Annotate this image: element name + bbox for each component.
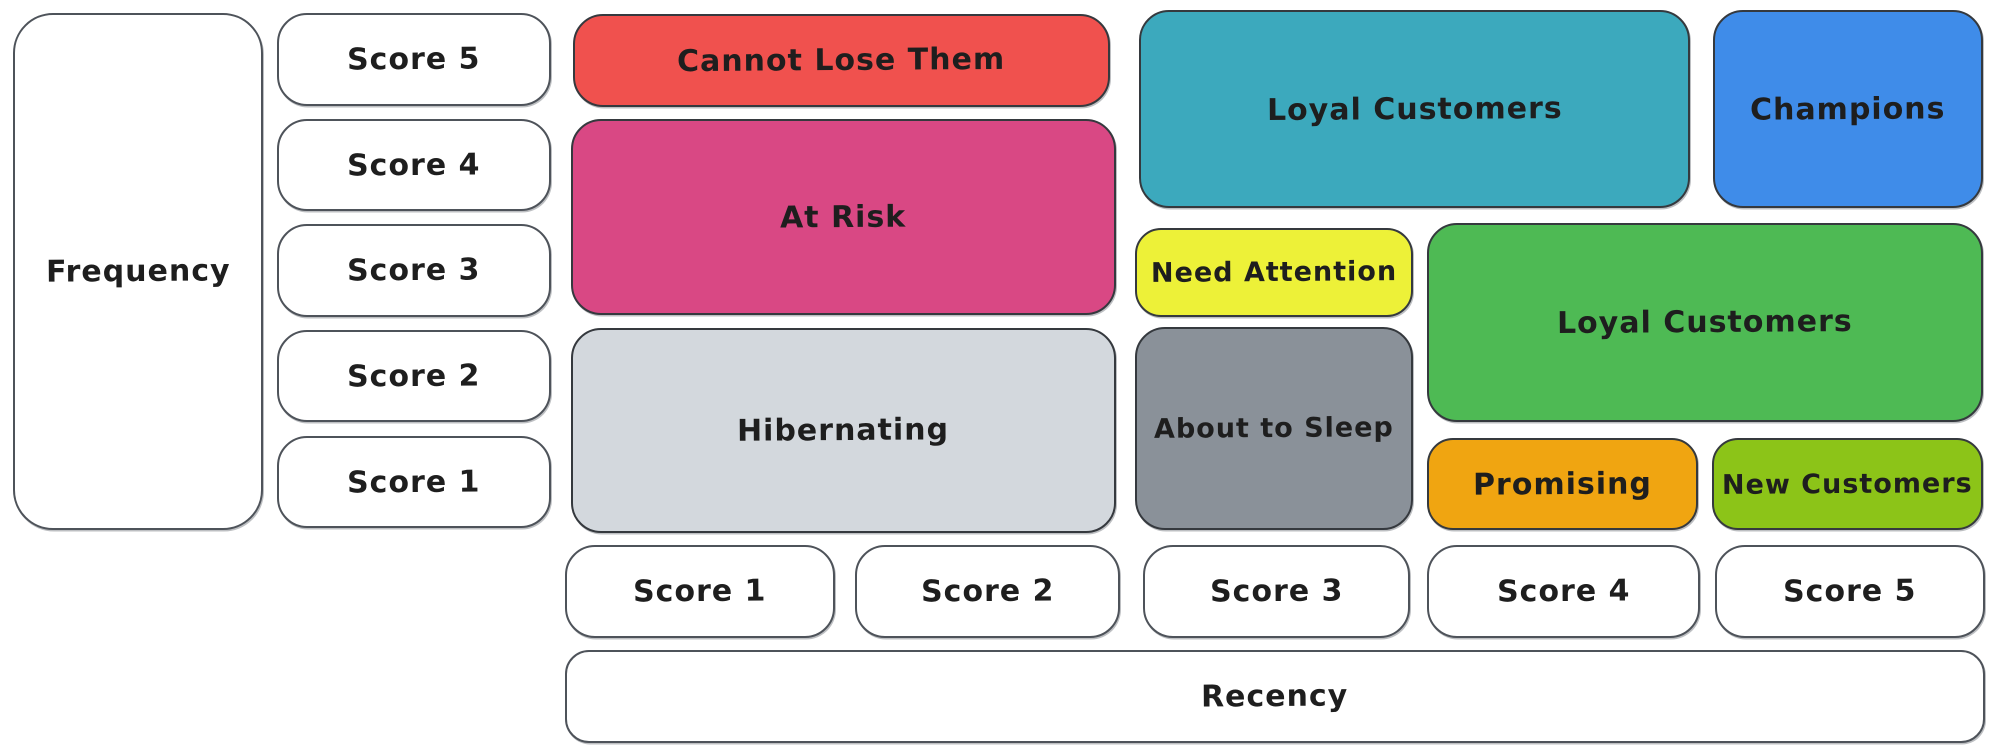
segment-cannot-lose-them: Cannot Lose Them [573,14,1110,107]
recency-score-2: Score 2 [855,545,1120,638]
segment-need-attention-label: Need Attention [1150,256,1398,289]
recency-score-5-label: Score 5 [1783,573,1917,610]
recency-axis-box: Recency [565,650,1985,743]
segment-promising: Promising [1427,438,1698,530]
recency-axis-label: Recency [1201,678,1349,715]
frequency-score-1: Score 1 [277,436,551,528]
frequency-axis-box: Frequency [13,13,263,530]
segment-loyal-customers-lower-label: Loyal Customers [1557,303,1853,342]
frequency-score-4-label: Score 4 [347,147,481,183]
segment-hibernating-label: Hibernating [737,412,950,449]
frequency-score-1-label: Score 1 [347,464,481,500]
segment-loyal-customers-upper-label: Loyal Customers [1266,90,1563,128]
frequency-score-5-label: Score 5 [347,41,481,78]
frequency-score-2: Score 2 [277,330,551,422]
recency-score-3: Score 3 [1143,545,1410,638]
segment-at-risk: At Risk [571,119,1116,315]
recency-score-4: Score 4 [1427,545,1700,638]
frequency-score-5: Score 5 [277,13,551,106]
frequency-score-4: Score 4 [277,119,551,211]
segment-new-customers-label: New Customers [1722,467,1973,501]
recency-score-1: Score 1 [565,545,835,638]
segment-about-to-sleep: About to Sleep [1135,327,1413,530]
recency-score-2-label: Score 2 [920,573,1055,610]
segment-need-attention: Need Attention [1135,228,1413,317]
segment-at-risk-label: At Risk [780,199,907,235]
frequency-axis-label: Frequency [45,253,231,290]
frequency-score-3-label: Score 3 [347,252,481,289]
segment-promising-label: Promising [1472,465,1653,503]
recency-score-3-label: Score 3 [1209,573,1344,610]
recency-score-1-label: Score 1 [633,573,767,610]
segment-champions-label: Champions [1750,90,1946,128]
segment-about-to-sleep-label: About to Sleep [1153,412,1395,445]
recency-score-5: Score 5 [1715,545,1985,638]
segment-champions: Champions [1713,10,1983,208]
segment-loyal-customers-lower: Loyal Customers [1427,223,1983,422]
recency-score-4-label: Score 4 [1496,573,1631,610]
segment-hibernating: Hibernating [571,328,1116,533]
segment-cannot-lose-them-label: Cannot Lose Them [677,41,1006,80]
frequency-score-2-label: Score 2 [347,358,481,394]
frequency-score-3: Score 3 [277,224,551,317]
segment-new-customers: New Customers [1712,438,1983,530]
segment-loyal-customers-upper: Loyal Customers [1139,10,1690,208]
